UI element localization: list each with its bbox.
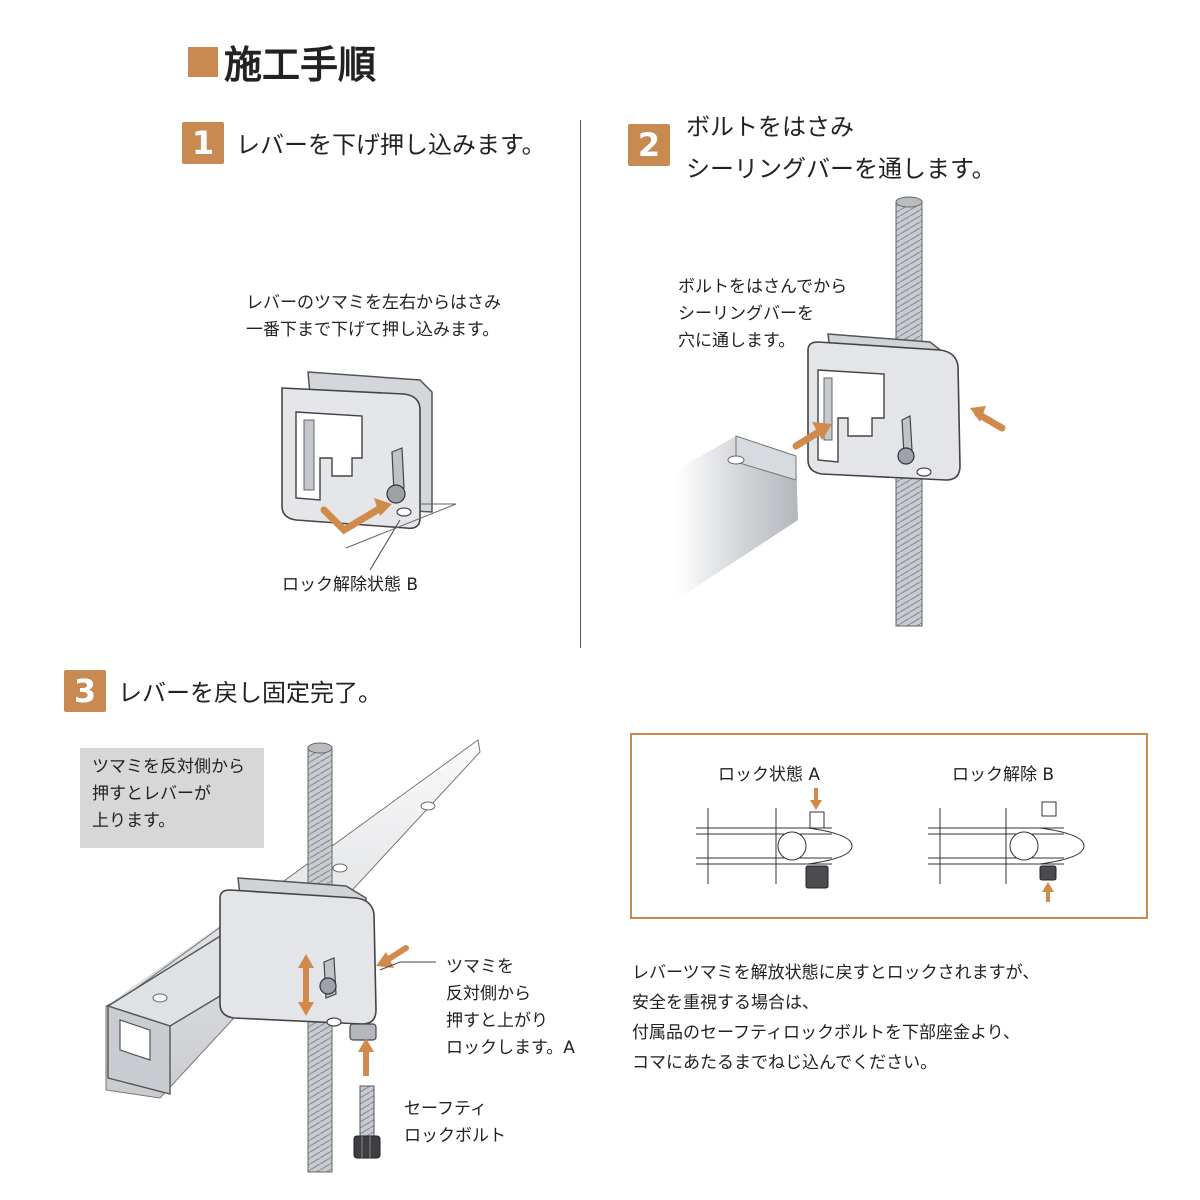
- step1-note-line: 一番下まで下げて押し込みます。: [246, 320, 500, 340]
- lock-state-b-schematic: [928, 801, 1085, 902]
- step3-callout: ツマミを 反対側から 押すと上がり ロックします。A: [446, 954, 575, 1062]
- step2-heading: ボルトをはさみ シーリングバーを通します。: [686, 106, 996, 190]
- lock-state-a-label: ロック状態 A: [718, 765, 821, 785]
- step3-info-box: ツマミを反対側から 押すとレバーが 上ります。: [80, 748, 264, 848]
- title-square-icon: [188, 46, 218, 77]
- step1-note: レバーのツマミを左右からはさみ 一番下まで下げて押し込みます。: [246, 290, 501, 344]
- step3-box-line: 上ります。: [92, 811, 176, 831]
- safety-notice-line: 付属品のセーフティロックボルトを下部座金より、: [632, 1023, 1020, 1043]
- step2-note-line: 穴に通します。: [678, 331, 796, 351]
- step3-callout-line: 押すと上がり: [446, 1011, 548, 1031]
- safety-bolt-label: セーフティ ロックボルト: [404, 1096, 506, 1150]
- step3-box-line: 押すとレバーが: [92, 784, 211, 804]
- step2-heading-line: ボルトをはさみ: [686, 113, 854, 141]
- lock-state-diagram: [630, 733, 1148, 919]
- step3-box-line: ツマミを反対側から: [92, 757, 245, 777]
- step1-heading: レバーを下げ押し込みます。: [236, 131, 546, 159]
- lock-state-a-schematic: [696, 788, 853, 889]
- step3-callout-line: 反対側から: [446, 984, 531, 1004]
- step1-badge: 1: [182, 122, 224, 164]
- safety-notice: レバーツマミを解放状態に戻すとロックされますが、 安全を重視する場合は、 付属品…: [632, 958, 1039, 1078]
- step2-heading-line: シーリングバーを通します。: [686, 155, 996, 183]
- page-title-text: 施工手順: [224, 43, 377, 87]
- step1-note-line: レバーのツマミを左右からはさみ: [246, 293, 501, 313]
- step3-callout-line: ロックします。A: [446, 1038, 575, 1058]
- safety-bolt-label-line: セーフティ: [404, 1099, 487, 1119]
- step3-heading: レバーを戻し固定完了。: [118, 679, 382, 707]
- safety-notice-line: 安全を重視する場合は、: [632, 993, 819, 1013]
- step3-callout-line: ツマミを: [446, 957, 514, 977]
- safety-bolt-label-line: ロックボルト: [404, 1126, 506, 1146]
- safety-notice-line: レバーツマミを解放状態に戻すとロックされますが、: [632, 963, 1040, 983]
- safety-notice-line: コマにあたるまでねじ込んでください。: [632, 1053, 938, 1073]
- step3-badge: 3: [64, 670, 106, 712]
- step2-note-line: ボルトをはさんでから: [678, 277, 848, 297]
- lock-state-b-label: ロック解除 B: [952, 765, 1055, 785]
- section-divider: [580, 120, 581, 648]
- step2-note-line: シーリングバーを: [678, 304, 814, 324]
- step1-caption: ロック解除状態 B: [282, 575, 419, 595]
- page-title: 施工手順: [188, 34, 376, 89]
- step2-badge: 2: [628, 124, 670, 166]
- step2-note: ボルトをはさんでから シーリングバーを 穴に通します。: [678, 274, 847, 355]
